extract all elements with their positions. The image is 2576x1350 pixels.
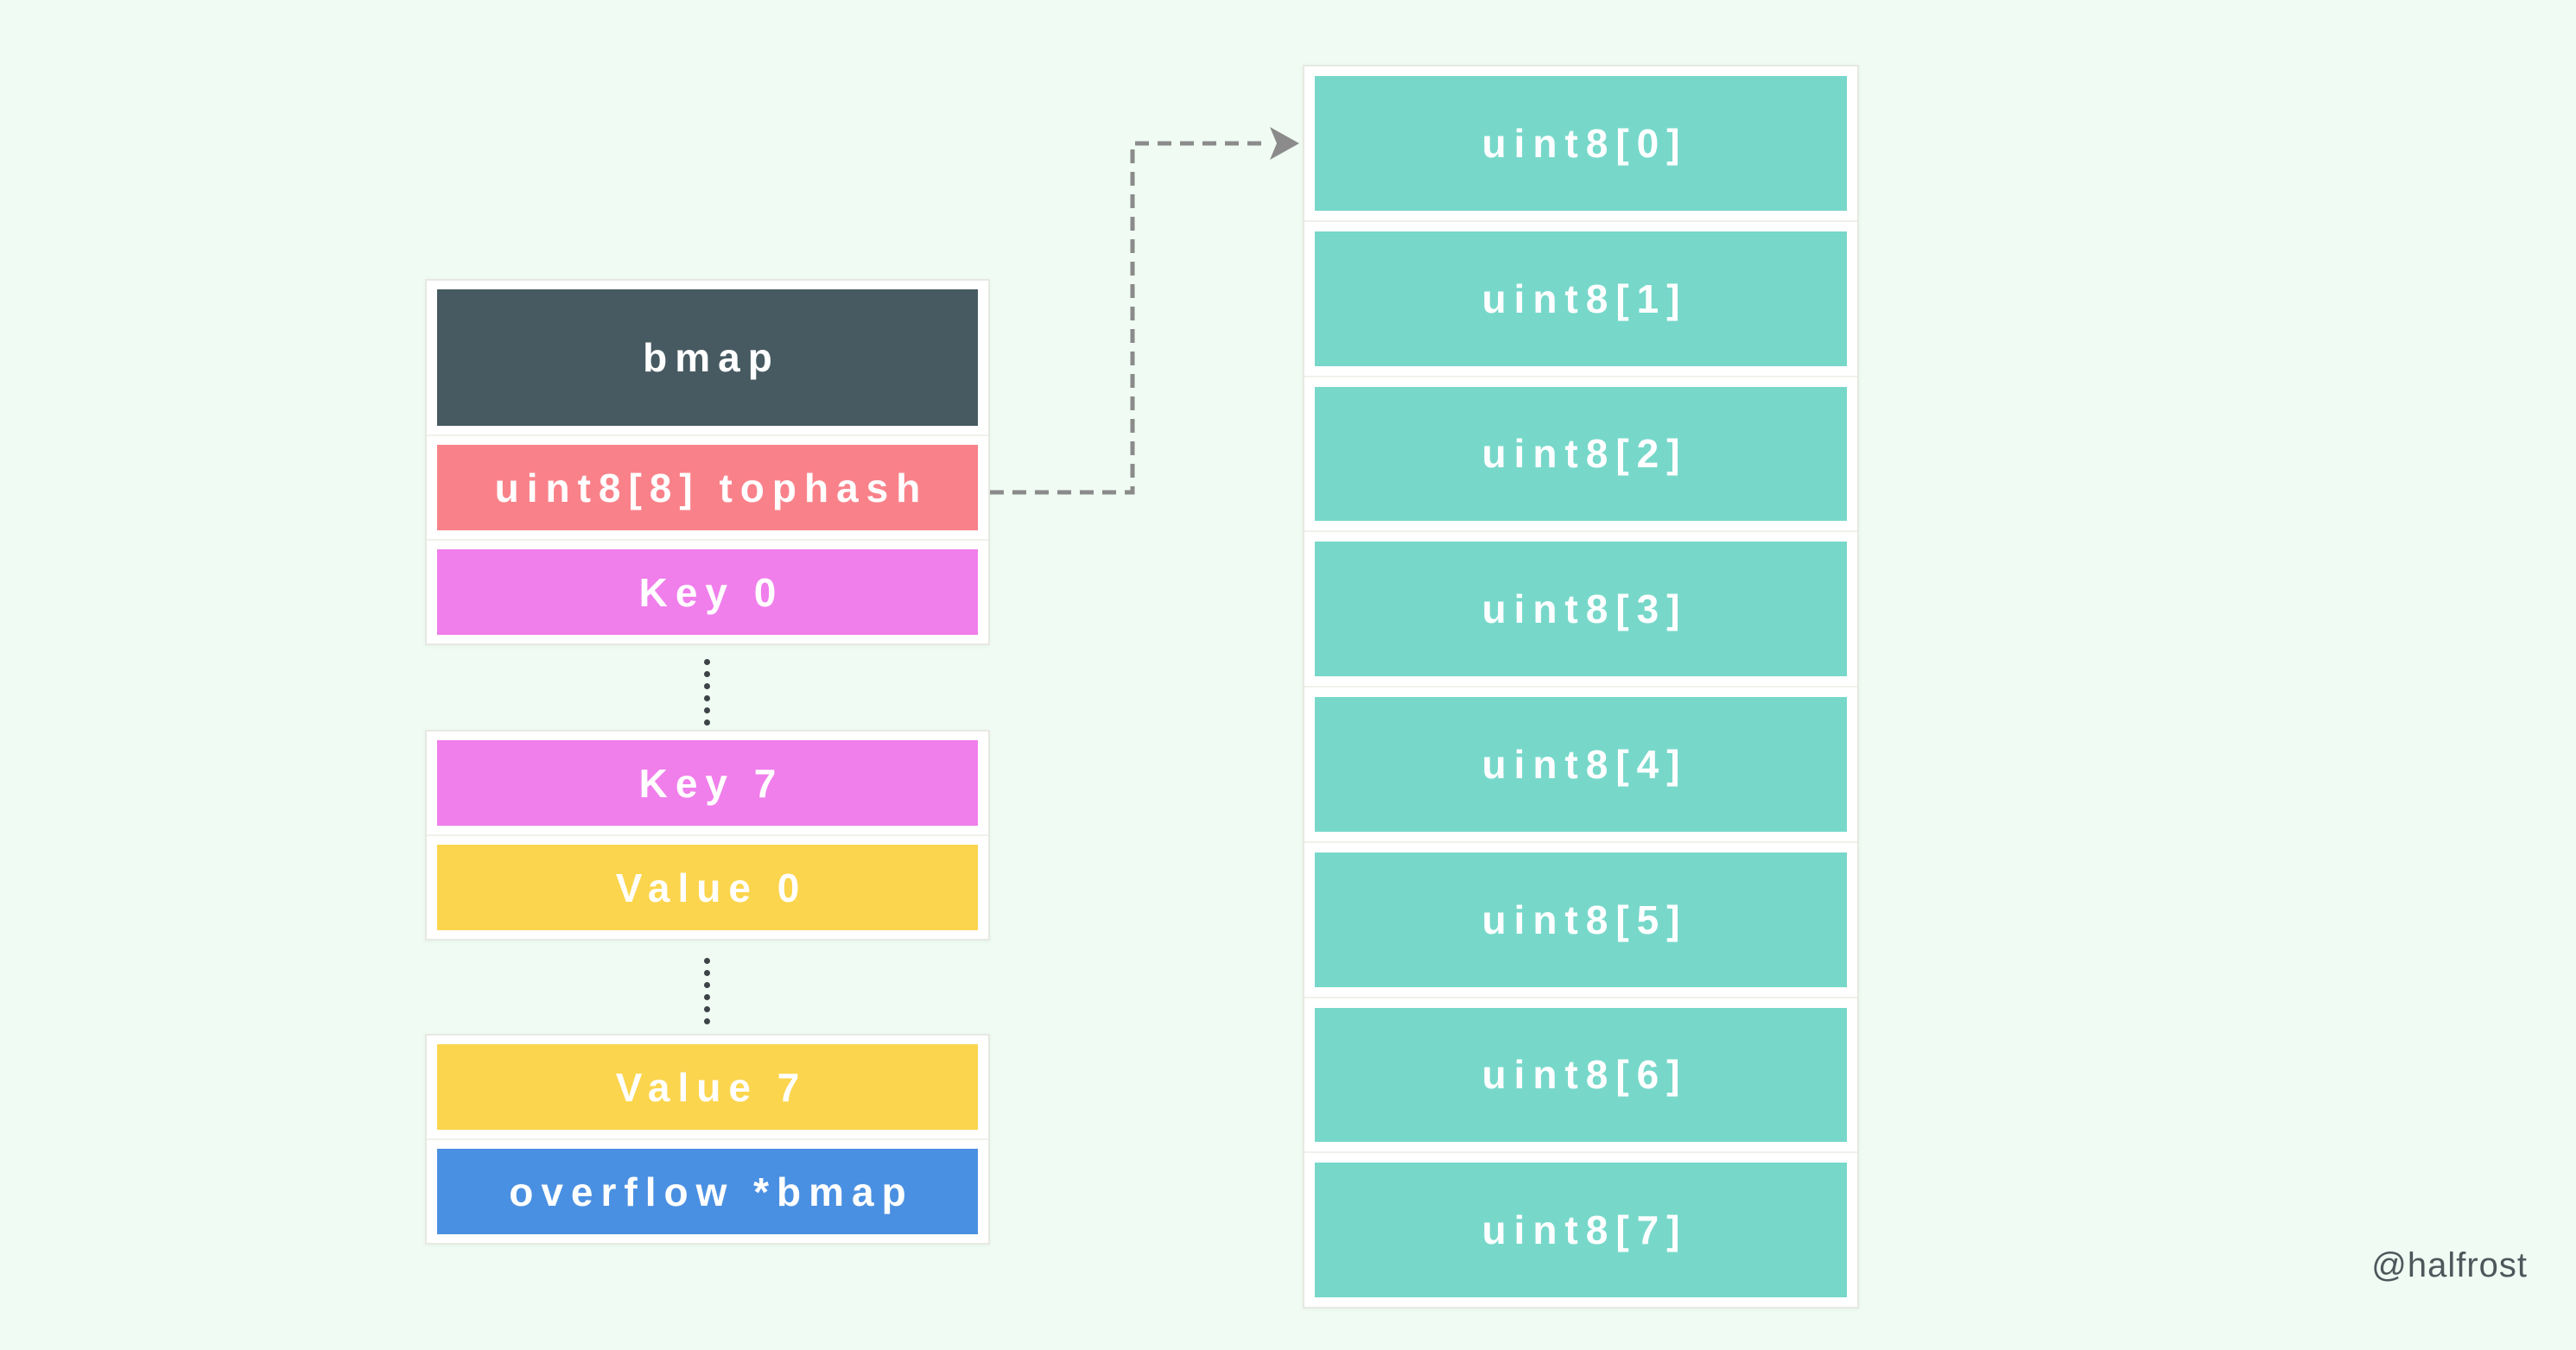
tophash-cell: uint8[5]: [1304, 843, 1857, 998]
tophash-box-uint8-5: uint8[5]: [1315, 852, 1847, 987]
field-label: uint8[8] tophash: [494, 465, 929, 510]
tophash-cell: uint8[4]: [1304, 688, 1857, 843]
tophash-label: uint8[5]: [1482, 897, 1688, 942]
tophash-label: uint8[2]: [1482, 431, 1688, 477]
field-box-bmap: bmap: [437, 289, 978, 426]
field-cell: Key 7: [427, 732, 988, 836]
ellipsis-dot: [704, 671, 710, 677]
ellipsis-dot: [704, 958, 710, 964]
field-box-key-7: Key 7: [437, 740, 978, 826]
arrowhead-icon: [1270, 127, 1299, 160]
field-label: Value 0: [615, 865, 808, 910]
ellipsis-dot: [704, 707, 710, 713]
field-cell: Value 7: [427, 1036, 988, 1140]
field-cell: overflow *bmap: [427, 1140, 988, 1243]
field-box-value-0: Value 0: [437, 845, 978, 930]
tophash-box-uint8-3: uint8[3]: [1315, 542, 1847, 676]
tophash-cell: uint8[2]: [1304, 377, 1857, 533]
field-cell: bmap: [427, 281, 988, 436]
ellipsis-dot: [704, 970, 710, 976]
field-cell: uint8[8] tophash: [427, 436, 988, 541]
ellipsis-dot: [704, 994, 710, 1000]
field-label: bmap: [643, 335, 780, 380]
tophash-cell: uint8[7]: [1304, 1153, 1857, 1307]
ellipsis-dot: [704, 659, 710, 665]
tophash-cell: uint8[0]: [1304, 67, 1857, 222]
tophash-label: uint8[1]: [1482, 276, 1688, 321]
ellipsis-dot: [704, 719, 710, 726]
tophash-label: uint8[3]: [1482, 586, 1688, 632]
ellipsis-dot: [704, 1006, 710, 1012]
field-label: Value 7: [615, 1064, 808, 1110]
tophash-cell: uint8[1]: [1304, 222, 1857, 377]
field-box-key-0: Key 0: [437, 549, 978, 635]
ellipsis-dot: [704, 683, 710, 689]
ellipsis-dot: [704, 1018, 710, 1024]
tophash-box-uint8-4: uint8[4]: [1315, 697, 1847, 832]
tophash-box-uint8-1: uint8[1]: [1315, 231, 1847, 366]
dashed-connector-line: [990, 141, 1268, 495]
tophash-cell: uint8[6]: [1304, 998, 1857, 1154]
ellipsis-dots-top: [704, 659, 710, 726]
field-label: Key 7: [638, 760, 784, 806]
tophash-box-uint8-2: uint8[2]: [1315, 386, 1847, 522]
tophash-label: uint8[7]: [1482, 1207, 1688, 1253]
tophash-box-uint8-6: uint8[6]: [1315, 1007, 1847, 1143]
watermark: @halfrost: [2371, 1246, 2528, 1284]
tophash-box-uint8-7: uint8[7]: [1315, 1163, 1847, 1297]
tophash-array: uint8[0] uint8[1] uint8[2] uint8[3] uint8[4]…: [1303, 65, 1859, 1309]
tophash-label: uint8[4]: [1482, 741, 1688, 787]
field-label: overflow *bmap: [509, 1169, 914, 1214]
field-label: Key 0: [638, 569, 784, 615]
ellipsis-dots-bottom: [704, 958, 710, 1024]
bmap-field-group-3: Value 7 overflow *bmap: [425, 1034, 990, 1245]
field-box-overflow-bmap: overflow *bmap: [437, 1149, 978, 1234]
ellipsis-dot: [704, 695, 710, 701]
field-cell: Key 0: [427, 541, 988, 643]
tophash-label: uint8[0]: [1482, 120, 1688, 166]
bmap-field-group-2: Key 7 Value 0: [425, 730, 990, 941]
tophash-box-uint8-0: uint8[0]: [1315, 76, 1847, 211]
tophash-label: uint8[6]: [1482, 1052, 1688, 1098]
tophash-cell: uint8[3]: [1304, 532, 1857, 688]
field-box-value-7: Value 7: [437, 1044, 978, 1130]
field-box-uint8-8-tophash: uint8[8] tophash: [437, 445, 978, 530]
field-cell: Value 0: [427, 836, 988, 939]
ellipsis-dot: [704, 982, 710, 988]
